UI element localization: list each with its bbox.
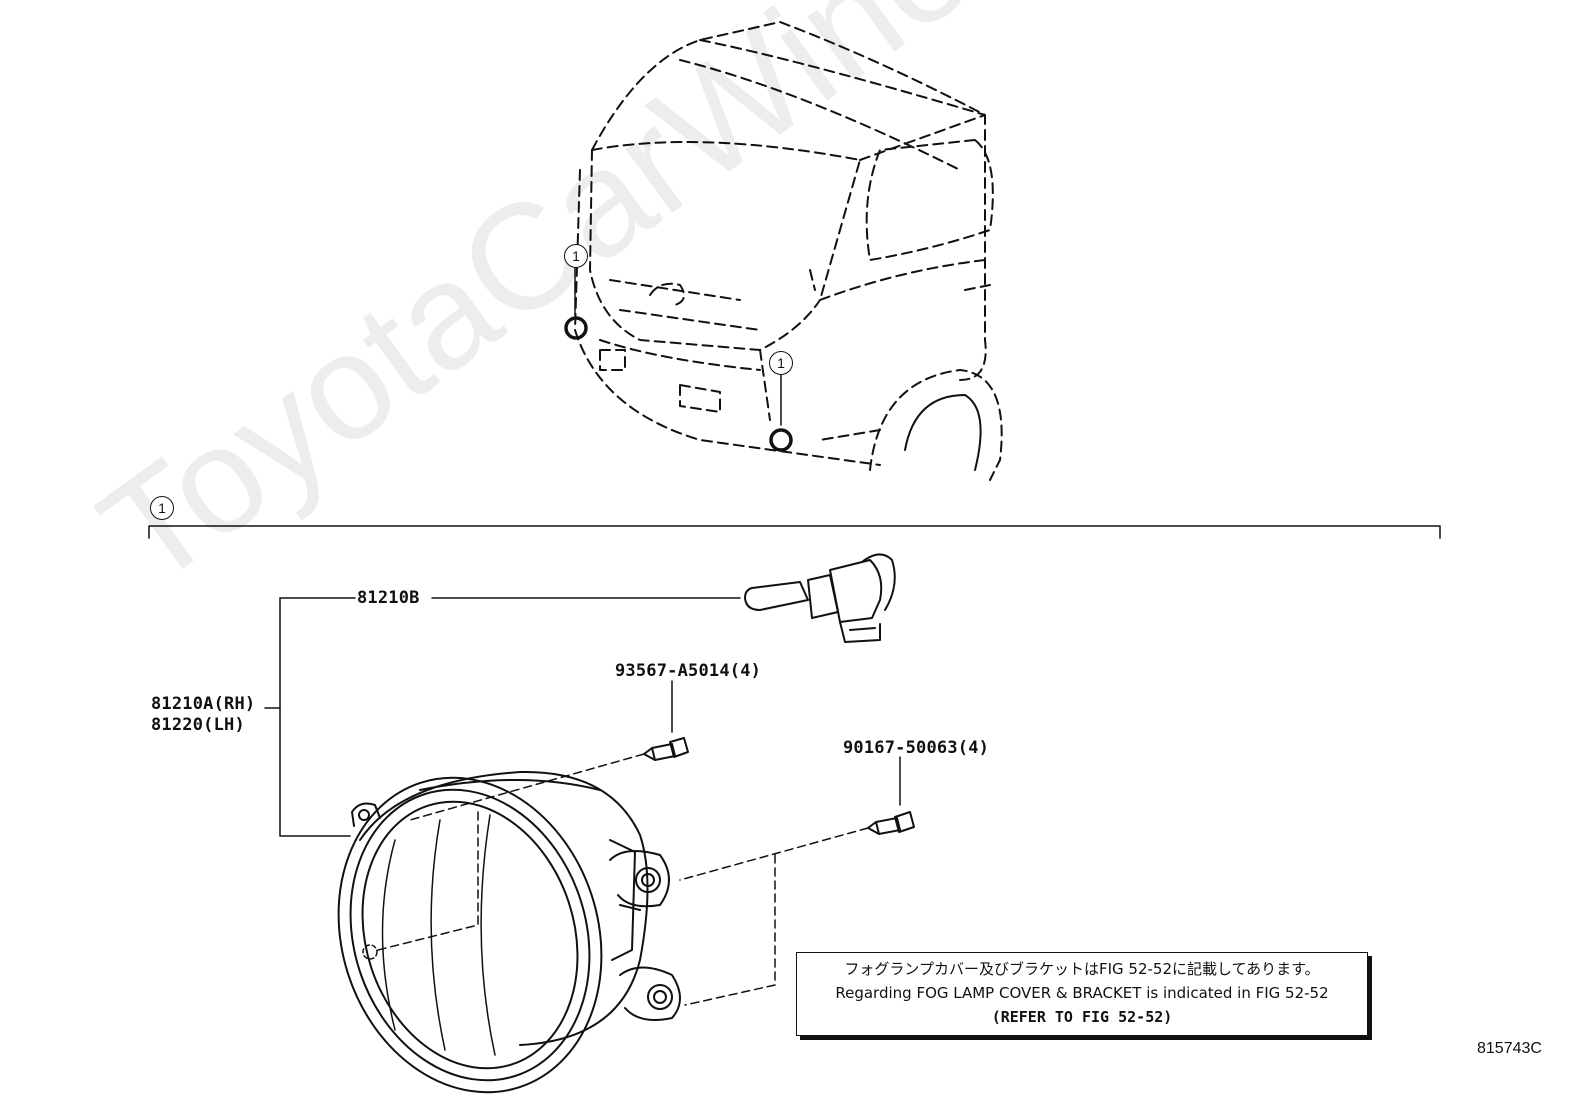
callout-section: 1 (150, 496, 174, 520)
wheel-arch (869, 369, 1003, 481)
fog-lamp-location-right (769, 428, 793, 452)
truck-cab-outline (574, 21, 994, 466)
figure-id: 815743C (1477, 1040, 1542, 1057)
section-bracket (148, 525, 1441, 539)
part-label-bolt-upper[interactable]: 93567-A5014(4) (615, 661, 762, 681)
bolt-upper-drawing (643, 737, 689, 761)
assembly-dash-lines (377, 753, 869, 1006)
fog-lamp-drawing (337, 770, 681, 1094)
note-english: Regarding FOG LAMP COVER & BRACKET is in… (835, 984, 1329, 1002)
note-japanese: フォグランプカバー及びブラケットはFIG 52-52に記載してあります。 (844, 960, 1320, 978)
fog-bulb-drawing (744, 553, 896, 643)
bolt-lower-drawing (867, 811, 915, 835)
part-label-lamp-lh[interactable]: 81220(LH) (151, 715, 245, 735)
part-label-bolt-lower[interactable]: 90167-50063(4) (843, 738, 990, 758)
callout-vehicle-left[interactable]: 1 (564, 244, 588, 268)
note-reference: (REFER TO FIG 52-52) (991, 1008, 1173, 1026)
leader-lines (264, 597, 901, 837)
part-label-bulb[interactable]: 81210B (357, 588, 420, 608)
callout-vehicle-right[interactable]: 1 (769, 351, 793, 375)
fog-lamp-location-left (564, 316, 588, 340)
part-label-lamp-rh[interactable]: 81210A(RH) (151, 694, 256, 714)
reference-note: フォグランプカバー及びブラケットはFIG 52-52に記載してあります。 Reg… (796, 952, 1368, 1036)
